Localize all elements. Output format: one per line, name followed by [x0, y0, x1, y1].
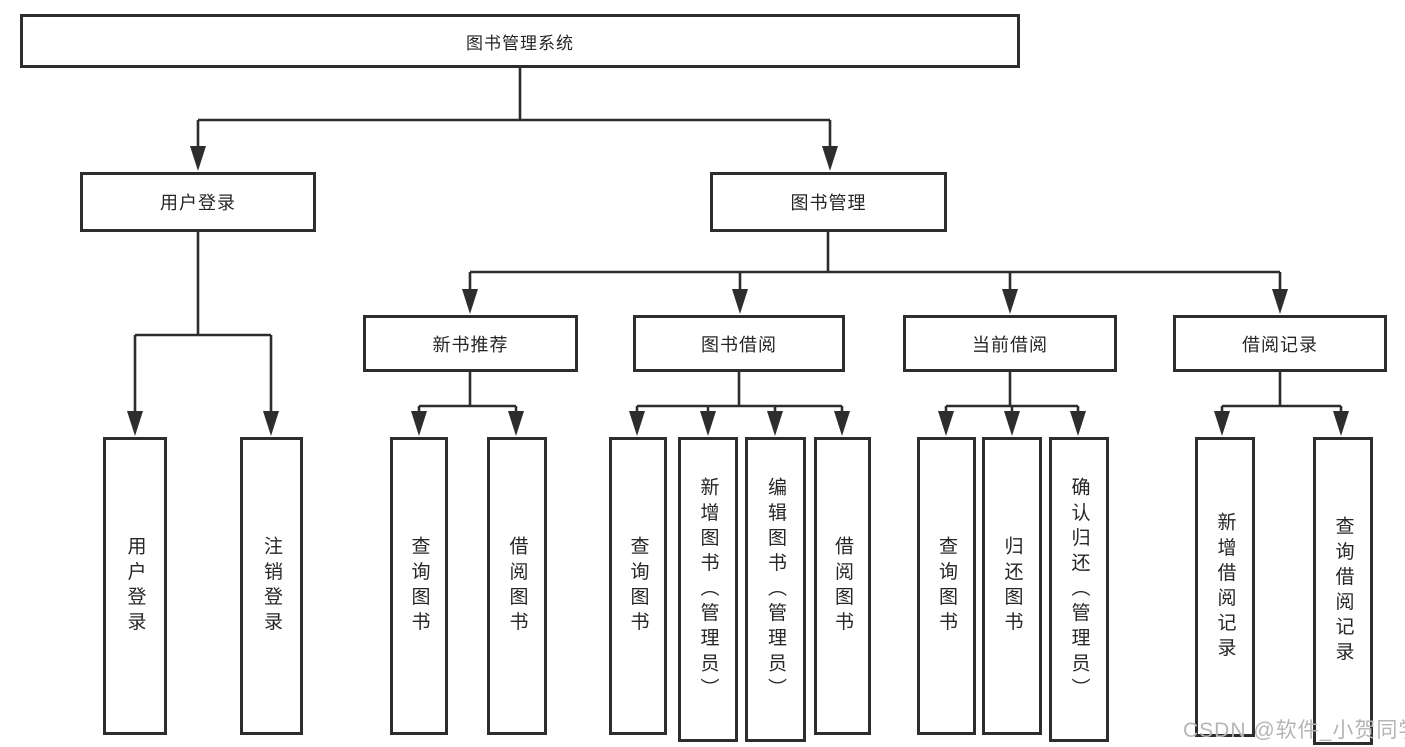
leaf-add-borrow-record: 新增借阅记录	[1195, 437, 1255, 737]
leaf-borrow-books-1-label: 借阅图书	[506, 535, 528, 637]
leaf-confirm-return-admin: 确认归还（管理员）	[1049, 437, 1109, 742]
node-book-management: 图书管理	[710, 172, 947, 232]
arrowhead-icons	[127, 146, 1349, 436]
leaf-return-books-label: 归还图书	[1001, 535, 1023, 637]
leaf-add-books-admin-label: 新增图书（管理员）	[697, 476, 719, 703]
node-book-borrowing: 图书借阅	[633, 315, 845, 372]
node-root-label: 图书管理系统	[466, 33, 574, 53]
leaf-edit-books-admin: 编辑图书（管理员）	[745, 437, 806, 742]
leaf-borrow-books-1: 借阅图书	[487, 437, 547, 735]
leaf-query-books-3-label: 查询图书	[936, 535, 957, 637]
leaf-query-books-3: 查询图书	[917, 437, 976, 735]
leaf-add-books-admin: 新增图书（管理员）	[678, 437, 738, 742]
node-book-management-label: 图书管理	[790, 193, 867, 213]
leaf-query-borrow-record-label: 查询借阅记录	[1332, 515, 1354, 667]
node-current-borrowing-label: 当前借阅	[972, 334, 1048, 355]
leaf-confirm-return-admin-label: 确认归还（管理员）	[1068, 476, 1090, 703]
leaf-borrow-books-2-label: 借阅图书	[832, 535, 853, 637]
leaf-logout: 注销登录	[240, 437, 303, 735]
leaf-borrow-books-2: 借阅图书	[814, 437, 871, 735]
leaf-query-books-2: 查询图书	[609, 437, 667, 735]
node-book-borrowing-label: 图书借阅	[701, 334, 777, 355]
leaf-return-books: 归还图书	[982, 437, 1042, 735]
leaf-query-books-1-label: 查询图书	[408, 535, 430, 637]
node-borrowing-records: 借阅记录	[1173, 315, 1387, 372]
watermark-text: CSDN @软件_小贺同学	[1183, 719, 1405, 742]
leaf-edit-books-admin-label: 编辑图书（管理员）	[765, 476, 786, 703]
node-borrowing-records-label: 借阅记录	[1242, 334, 1318, 355]
leaf-user-login-label: 用户登录	[124, 535, 146, 637]
node-root: 图书管理系统	[20, 14, 1020, 68]
node-new-book-recommend-label: 新书推荐	[432, 334, 509, 355]
leaf-query-borrow-record: 查询借阅记录	[1313, 437, 1373, 745]
leaf-logout-label: 注销登录	[261, 535, 282, 637]
node-current-borrowing: 当前借阅	[903, 315, 1117, 372]
leaf-query-books-2-label: 查询图书	[627, 535, 649, 637]
node-user-login: 用户登录	[80, 172, 316, 232]
node-new-book-recommend: 新书推荐	[363, 315, 578, 372]
leaf-user-login: 用户登录	[103, 437, 167, 735]
leaf-add-borrow-record-label: 新增借阅记录	[1214, 511, 1236, 663]
leaf-query-books-1: 查询图书	[390, 437, 448, 735]
node-user-login-label: 用户登录	[160, 193, 236, 213]
